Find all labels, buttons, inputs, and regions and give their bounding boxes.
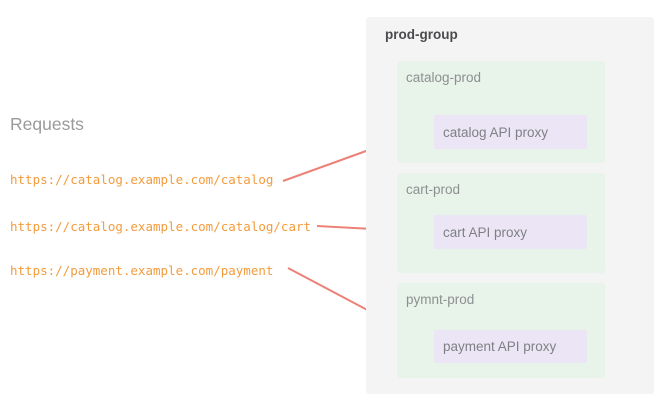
request-url-catalog-cart: https://catalog.example.com/catalog/cart xyxy=(10,219,312,234)
prod-group-box: prod-group catalog-prod catalog API prox… xyxy=(366,17,654,394)
environment-box-cart-prod: cart-prod cart API proxy xyxy=(397,173,605,273)
environment-box-catalog-prod: catalog-prod catalog API proxy xyxy=(397,61,605,163)
requests-heading: Requests xyxy=(10,114,84,134)
prod-group-title: prod-group xyxy=(385,27,458,42)
proxy-label-catalog: catalog API proxy xyxy=(443,124,549,140)
request-url-catalog: https://catalog.example.com/catalog xyxy=(10,172,274,187)
proxy-label-cart: cart API proxy xyxy=(443,224,528,240)
environment-label-catalog-prod: catalog-prod xyxy=(406,70,482,85)
environment-label-cart-prod: cart-prod xyxy=(406,182,461,197)
environment-box-pymnt-prod: pymnt-prod payment API proxy xyxy=(397,283,605,378)
proxy-box-catalog: catalog API proxy xyxy=(434,115,587,149)
proxy-box-cart: cart API proxy xyxy=(434,215,587,249)
proxy-box-payment: payment API proxy xyxy=(434,330,587,363)
environment-label-pymnt-prod: pymnt-prod xyxy=(406,292,475,307)
proxy-label-payment: payment API proxy xyxy=(443,339,557,354)
request-url-payment: https://payment.example.com/payment xyxy=(10,263,274,278)
